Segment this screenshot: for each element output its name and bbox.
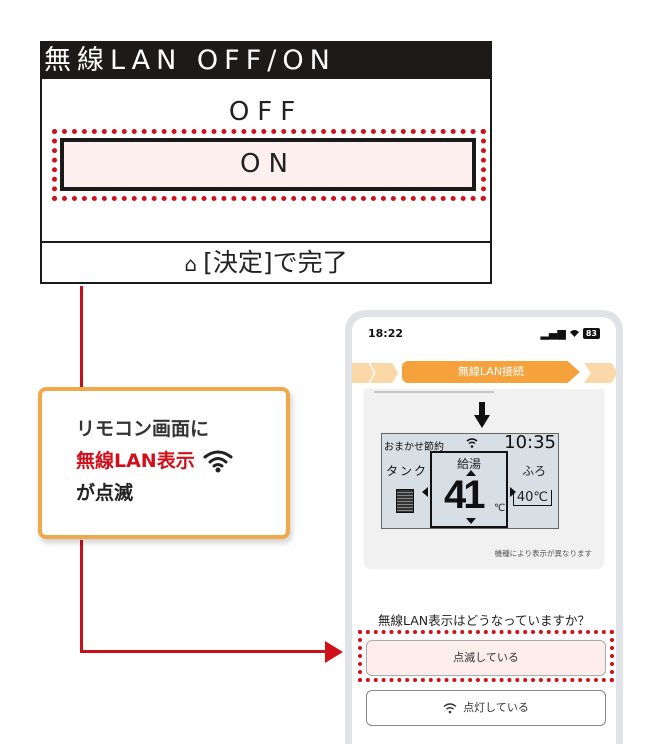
callout-box: リモコン画面に 無線LAN表示 が点滅 xyxy=(38,387,290,539)
mini-temperature: 41 xyxy=(444,473,485,517)
mini-center-box: 給湯 41 ℃ xyxy=(430,451,508,528)
connector-line-bottom xyxy=(80,540,83,653)
callout-line3: が点滅 xyxy=(76,482,134,504)
step-current: 無線LAN接続 xyxy=(402,361,580,383)
step-progress: 無線LAN接続 xyxy=(352,361,616,385)
phone-frame: 18:22 ▂▄▆ 83 無線LAN接続 おまかせ節約 xyxy=(345,310,623,744)
signal-icon: ▂▄▆ xyxy=(540,327,566,340)
option-off[interactable]: OFF xyxy=(228,97,304,127)
phone-screen: 18:22 ▂▄▆ 83 無線LAN接続 おまかせ節約 xyxy=(352,317,616,744)
home-icon: ⌂ xyxy=(184,252,198,276)
mini-mode: おまかせ節約 xyxy=(384,442,444,453)
callout-line1: リモコン画面に xyxy=(76,418,210,440)
triangle-up-icon xyxy=(466,470,476,476)
mini-bath-temp: 40℃ xyxy=(512,490,552,506)
answer-steady-button[interactable]: 点灯している xyxy=(366,690,606,726)
lcd-title: 無線LAN OFF/ON xyxy=(42,43,490,79)
mini-clock: 10:35 xyxy=(504,432,556,453)
wifi-icon xyxy=(443,703,457,714)
arrow-down-icon xyxy=(474,402,490,428)
battery-icon: 83 xyxy=(582,328,600,339)
question-text: 無線LAN表示はどうなっていますか？ xyxy=(377,613,591,628)
wifi-icon xyxy=(466,438,478,448)
lcd-footer-text: [決定]で完了 xyxy=(203,248,348,277)
mini-top-row: おまかせ節約 10:35 xyxy=(382,432,558,454)
answer-blinking-button[interactable]: 点滅している xyxy=(366,640,606,676)
mini-bath-label: ふろ xyxy=(521,464,546,478)
step-chevron xyxy=(352,363,374,383)
status-time: 18:22 xyxy=(368,327,404,340)
highlight-dotted-frame xyxy=(52,129,486,201)
lcd-footer: ⌂[決定]で完了 xyxy=(42,241,490,282)
connector-line-horizontal xyxy=(80,650,330,653)
mini-tank-label: タンク xyxy=(386,464,429,478)
callout-line2-text: 無線LAN表示 xyxy=(76,450,195,472)
callout-line2: 無線LAN表示 xyxy=(76,445,286,477)
wifi-status-icon xyxy=(569,330,579,337)
remote-lcd-screen: 無線LAN OFF/ON OFF ON ⌂[決定]で完了 xyxy=(40,41,492,284)
faint-caption xyxy=(374,391,494,397)
arrow-right-icon xyxy=(325,641,343,663)
connector-line-top xyxy=(80,286,83,388)
option-on-selected[interactable]: ON xyxy=(60,138,476,191)
triangle-left-icon xyxy=(422,487,428,497)
step-chevron xyxy=(370,363,398,383)
step-chevron xyxy=(584,363,616,383)
tank-level-icon xyxy=(396,489,414,513)
mini-center-label: 給湯 xyxy=(456,457,481,471)
highlight-dotted-frame xyxy=(358,630,614,682)
status-bar: 18:22 ▂▄▆ 83 xyxy=(368,327,600,343)
status-icons: ▂▄▆ 83 xyxy=(540,327,600,340)
remote-preview-panel: おまかせ節約 10:35 タンク 給湯 41 ℃ xyxy=(364,389,604,569)
wifi-icon xyxy=(203,450,233,473)
mini-remote-lcd: おまかせ節約 10:35 タンク 給湯 41 ℃ xyxy=(381,432,559,529)
model-note: 機種により表示が異なります xyxy=(494,549,592,558)
mini-unit: ℃ xyxy=(494,503,506,514)
triangle-down-icon xyxy=(466,518,476,524)
answer-steady-label: 点灯している xyxy=(463,701,529,714)
